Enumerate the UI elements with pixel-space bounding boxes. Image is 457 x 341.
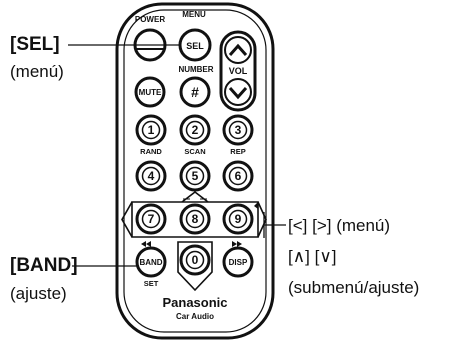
- nav-right-arrow-icon[interactable]: [257, 201, 267, 238]
- digit-7-button[interactable]: 7: [135, 203, 167, 235]
- digit-0-label: 0: [192, 253, 199, 267]
- mute-button[interactable]: MUTE: [134, 76, 166, 108]
- digit-3-label: 3: [235, 123, 242, 137]
- digit-5-button[interactable]: 5: [179, 160, 211, 192]
- sub-brand-label: Car Audio: [176, 312, 214, 321]
- digit-4-label: 4: [148, 169, 155, 183]
- rand-label: RAND: [140, 147, 162, 156]
- brand-logo: Panasonic: [162, 295, 227, 310]
- digit-4-button[interactable]: 4: [135, 160, 167, 192]
- volume-up-icon[interactable]: [228, 43, 248, 56]
- digit-1-button[interactable]: 1: [135, 114, 167, 146]
- navigation-pad: [121, 190, 267, 247]
- band-button-label: BAND: [139, 258, 162, 267]
- menu-label: MENU: [182, 10, 206, 19]
- remote-body-inner: [123, 9, 267, 333]
- power-label: POWER: [135, 15, 165, 24]
- corner-mark-icon: [254, 202, 258, 209]
- vol-label: VOL: [229, 66, 248, 76]
- digit-8-button[interactable]: 8: [179, 203, 211, 235]
- number-button-label: #: [191, 84, 199, 100]
- digit-2-label: 2: [192, 123, 199, 137]
- digit-3-button[interactable]: 3: [222, 114, 254, 146]
- digit-9-label: 9: [235, 212, 242, 226]
- disp-button-label: DISP: [229, 258, 248, 267]
- sel-callout-desc: (menú): [10, 62, 64, 81]
- band-callout-key: [BAND]: [10, 255, 78, 276]
- scan-label: SCAN: [184, 147, 205, 156]
- volume-down-icon[interactable]: [228, 87, 248, 100]
- nav-callout-line3: (submenú/ajuste): [288, 278, 420, 297]
- volume-rocker[interactable]: VOL: [219, 30, 257, 112]
- digit-6-label: 6: [235, 169, 242, 183]
- band-callout-desc: (ajuste): [10, 284, 67, 303]
- digit-0-button[interactable]: 0: [179, 244, 211, 276]
- nav-callout-line1: [<] [>] (menú): [288, 216, 391, 235]
- digit-2-button[interactable]: 2: [179, 114, 211, 146]
- number-label: NUMBER: [178, 65, 213, 74]
- digit-6-button[interactable]: 6: [222, 160, 254, 192]
- nav-left-arrow-icon[interactable]: [121, 201, 133, 238]
- sel-button-label: SEL: [186, 41, 204, 51]
- rep-label: REP: [230, 147, 245, 156]
- digit-1-label: 1: [148, 123, 155, 137]
- digit-5-label: 5: [192, 169, 199, 183]
- digit-9-button[interactable]: 9: [222, 203, 254, 235]
- sel-callout-key: [SEL]: [10, 34, 60, 55]
- nav-callout-line2: [∧] [∨]: [288, 247, 337, 266]
- digit-8-label: 8: [192, 212, 199, 226]
- band-button[interactable]: BAND: [135, 246, 167, 278]
- sel-button[interactable]: SEL: [178, 28, 212, 62]
- rewind-icon: [141, 241, 151, 247]
- fast-forward-icon: [232, 241, 242, 247]
- disp-button[interactable]: DISP: [222, 246, 254, 278]
- number-button[interactable]: #: [179, 76, 211, 108]
- digit-7-label: 7: [148, 212, 155, 226]
- mute-button-label: MUTE: [139, 88, 162, 97]
- set-label: SET: [144, 279, 159, 288]
